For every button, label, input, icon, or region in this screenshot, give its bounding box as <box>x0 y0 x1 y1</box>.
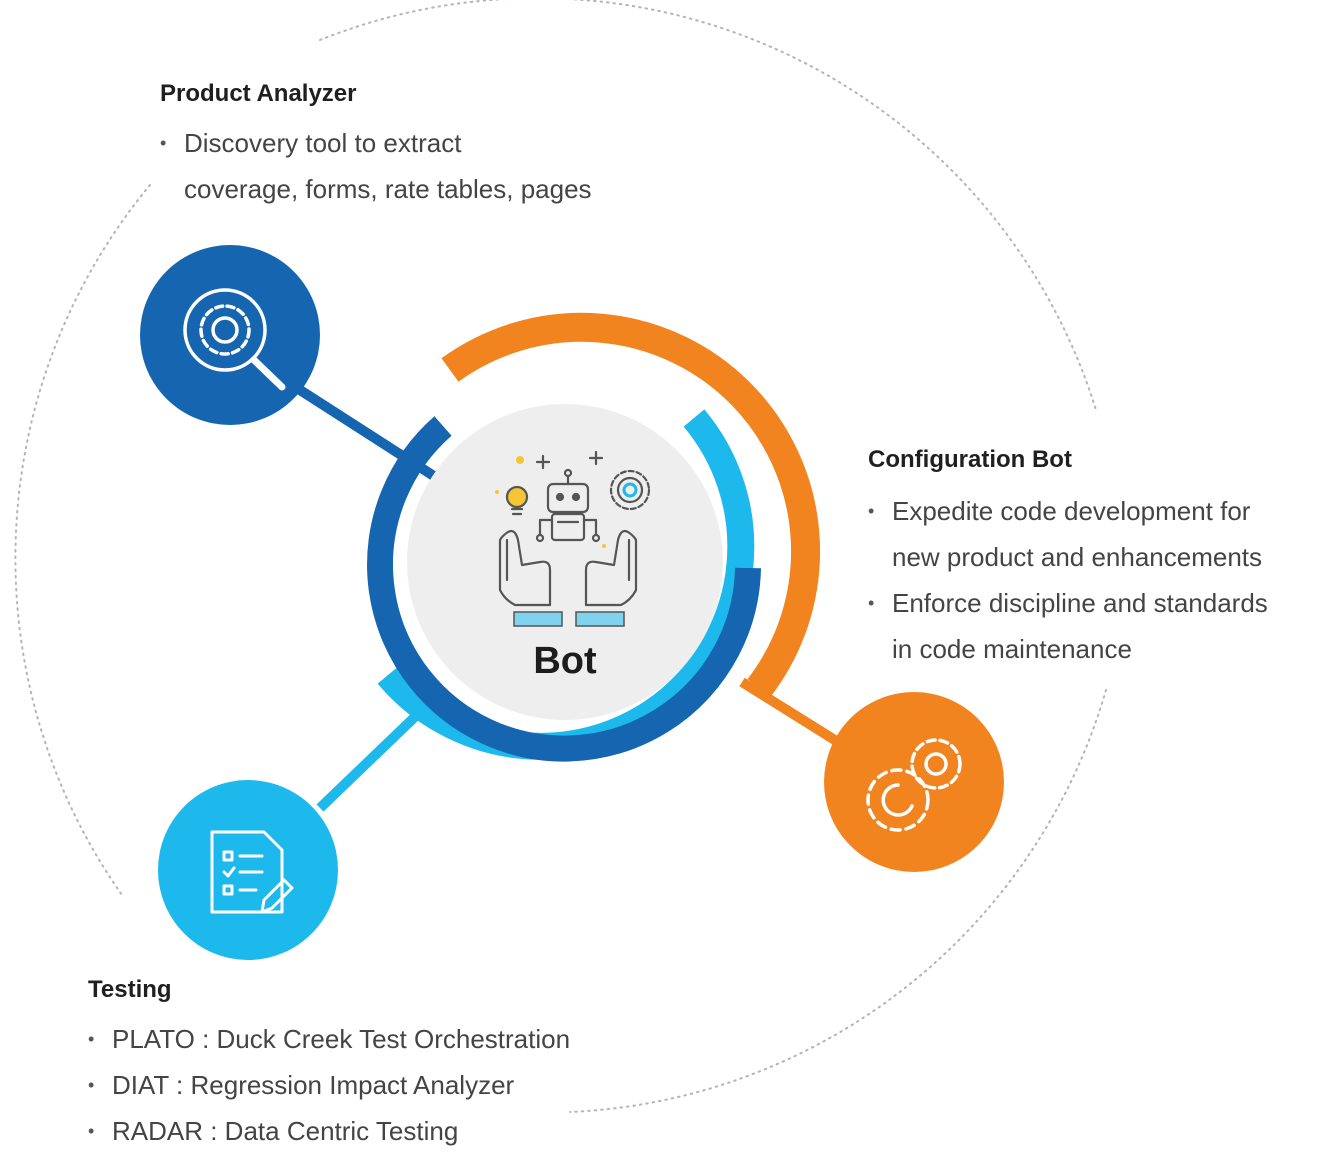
bullet-item: DIAT : Regression Impact Analyzer <box>88 1062 570 1108</box>
dotted-ring-right <box>569 689 1107 1113</box>
configuration-bot-bullets: Expedite code development for new produc… <box>868 488 1268 672</box>
sparkle-dot <box>495 490 499 494</box>
right-cuff <box>575 611 625 627</box>
sparkle-dot <box>516 456 524 464</box>
testing-block: Testing PLATO : Duck Creek Test Orchestr… <box>88 976 570 1154</box>
configuration-bot-block: Configuration Bot Expedite code developm… <box>868 446 1268 672</box>
dotted-ring-top <box>319 0 1097 411</box>
node-configuration-bot <box>824 692 1004 872</box>
gears-icon <box>866 738 962 832</box>
configuration-bot-circle <box>824 692 1004 872</box>
testing-circle <box>158 780 338 960</box>
product-analyzer-circle <box>140 245 320 425</box>
center-title: Bot <box>533 640 597 682</box>
dotted-ring-left <box>14 184 151 896</box>
configuration-bot-title: Configuration Bot <box>868 446 1072 473</box>
bullet-item: PLATO : Duck Creek Test Orchestration <box>88 1016 570 1062</box>
dark-blue-arc <box>367 416 761 762</box>
product-analyzer-bullets: Discovery tool to extract coverage, form… <box>160 120 592 212</box>
bullet-item: Discovery tool to extract <box>160 120 592 166</box>
node-product-analyzer <box>140 245 320 425</box>
bullet-item-continuation: in code maintenance <box>892 634 1132 664</box>
product-analyzer-block: Product Analyzer Discovery tool to extra… <box>160 80 592 212</box>
bullet-item-continuation: new product and enhancements <box>892 542 1263 572</box>
testing-title: Testing <box>88 976 172 1003</box>
sparkle-dot <box>602 544 606 548</box>
bullet-item: Enforce discipline and standards <box>868 580 1268 626</box>
bullet-item-continuation: coverage, forms, rate tables, pages <box>184 174 592 204</box>
connector-configuration-bot <box>739 677 841 747</box>
orange-arc <box>441 312 821 697</box>
bullet-item: RADAR : Data Centric Testing <box>88 1108 570 1154</box>
connector-testing <box>316 708 424 812</box>
testing-bullets: PLATO : Duck Creek Test Orchestration DI… <box>88 1016 570 1154</box>
bullet-item: Expedite code development for <box>868 488 1268 534</box>
checklist-pencil-icon <box>210 830 294 914</box>
product-analyzer-title: Product Analyzer <box>160 80 357 107</box>
robot-hands-icon <box>498 450 651 607</box>
center-disc <box>407 404 723 720</box>
dotted-ring <box>14 0 1107 1113</box>
gear-magnifier-icon <box>183 288 286 391</box>
arc-ring <box>367 312 821 762</box>
left-cuff <box>513 611 563 627</box>
node-testing <box>158 780 338 960</box>
